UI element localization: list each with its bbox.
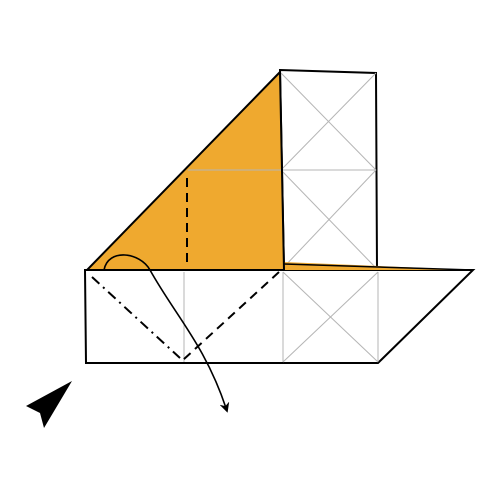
colored-triangle-flap: [84, 69, 286, 271]
base-strip: [83, 269, 476, 364]
base-strip-shape: [83, 269, 476, 364]
sliver-edge: [283, 263, 474, 271]
valley-fold-diagonal: [182, 271, 280, 361]
mountain-fold-line: [91, 276, 181, 359]
square-column-flap: [278, 68, 379, 271]
colored-triangle-shape: [84, 69, 286, 271]
fold-arrow: [103, 254, 230, 413]
column-crease-d3: [280, 169, 377, 269]
column-crease-d4: [282, 169, 377, 269]
valley-fold-line: [182, 178, 280, 361]
base-crease-diagonal-2: [282, 271, 379, 363]
column-crease-d2: [280, 72, 377, 171]
viewpoint-arrow: [26, 381, 72, 428]
